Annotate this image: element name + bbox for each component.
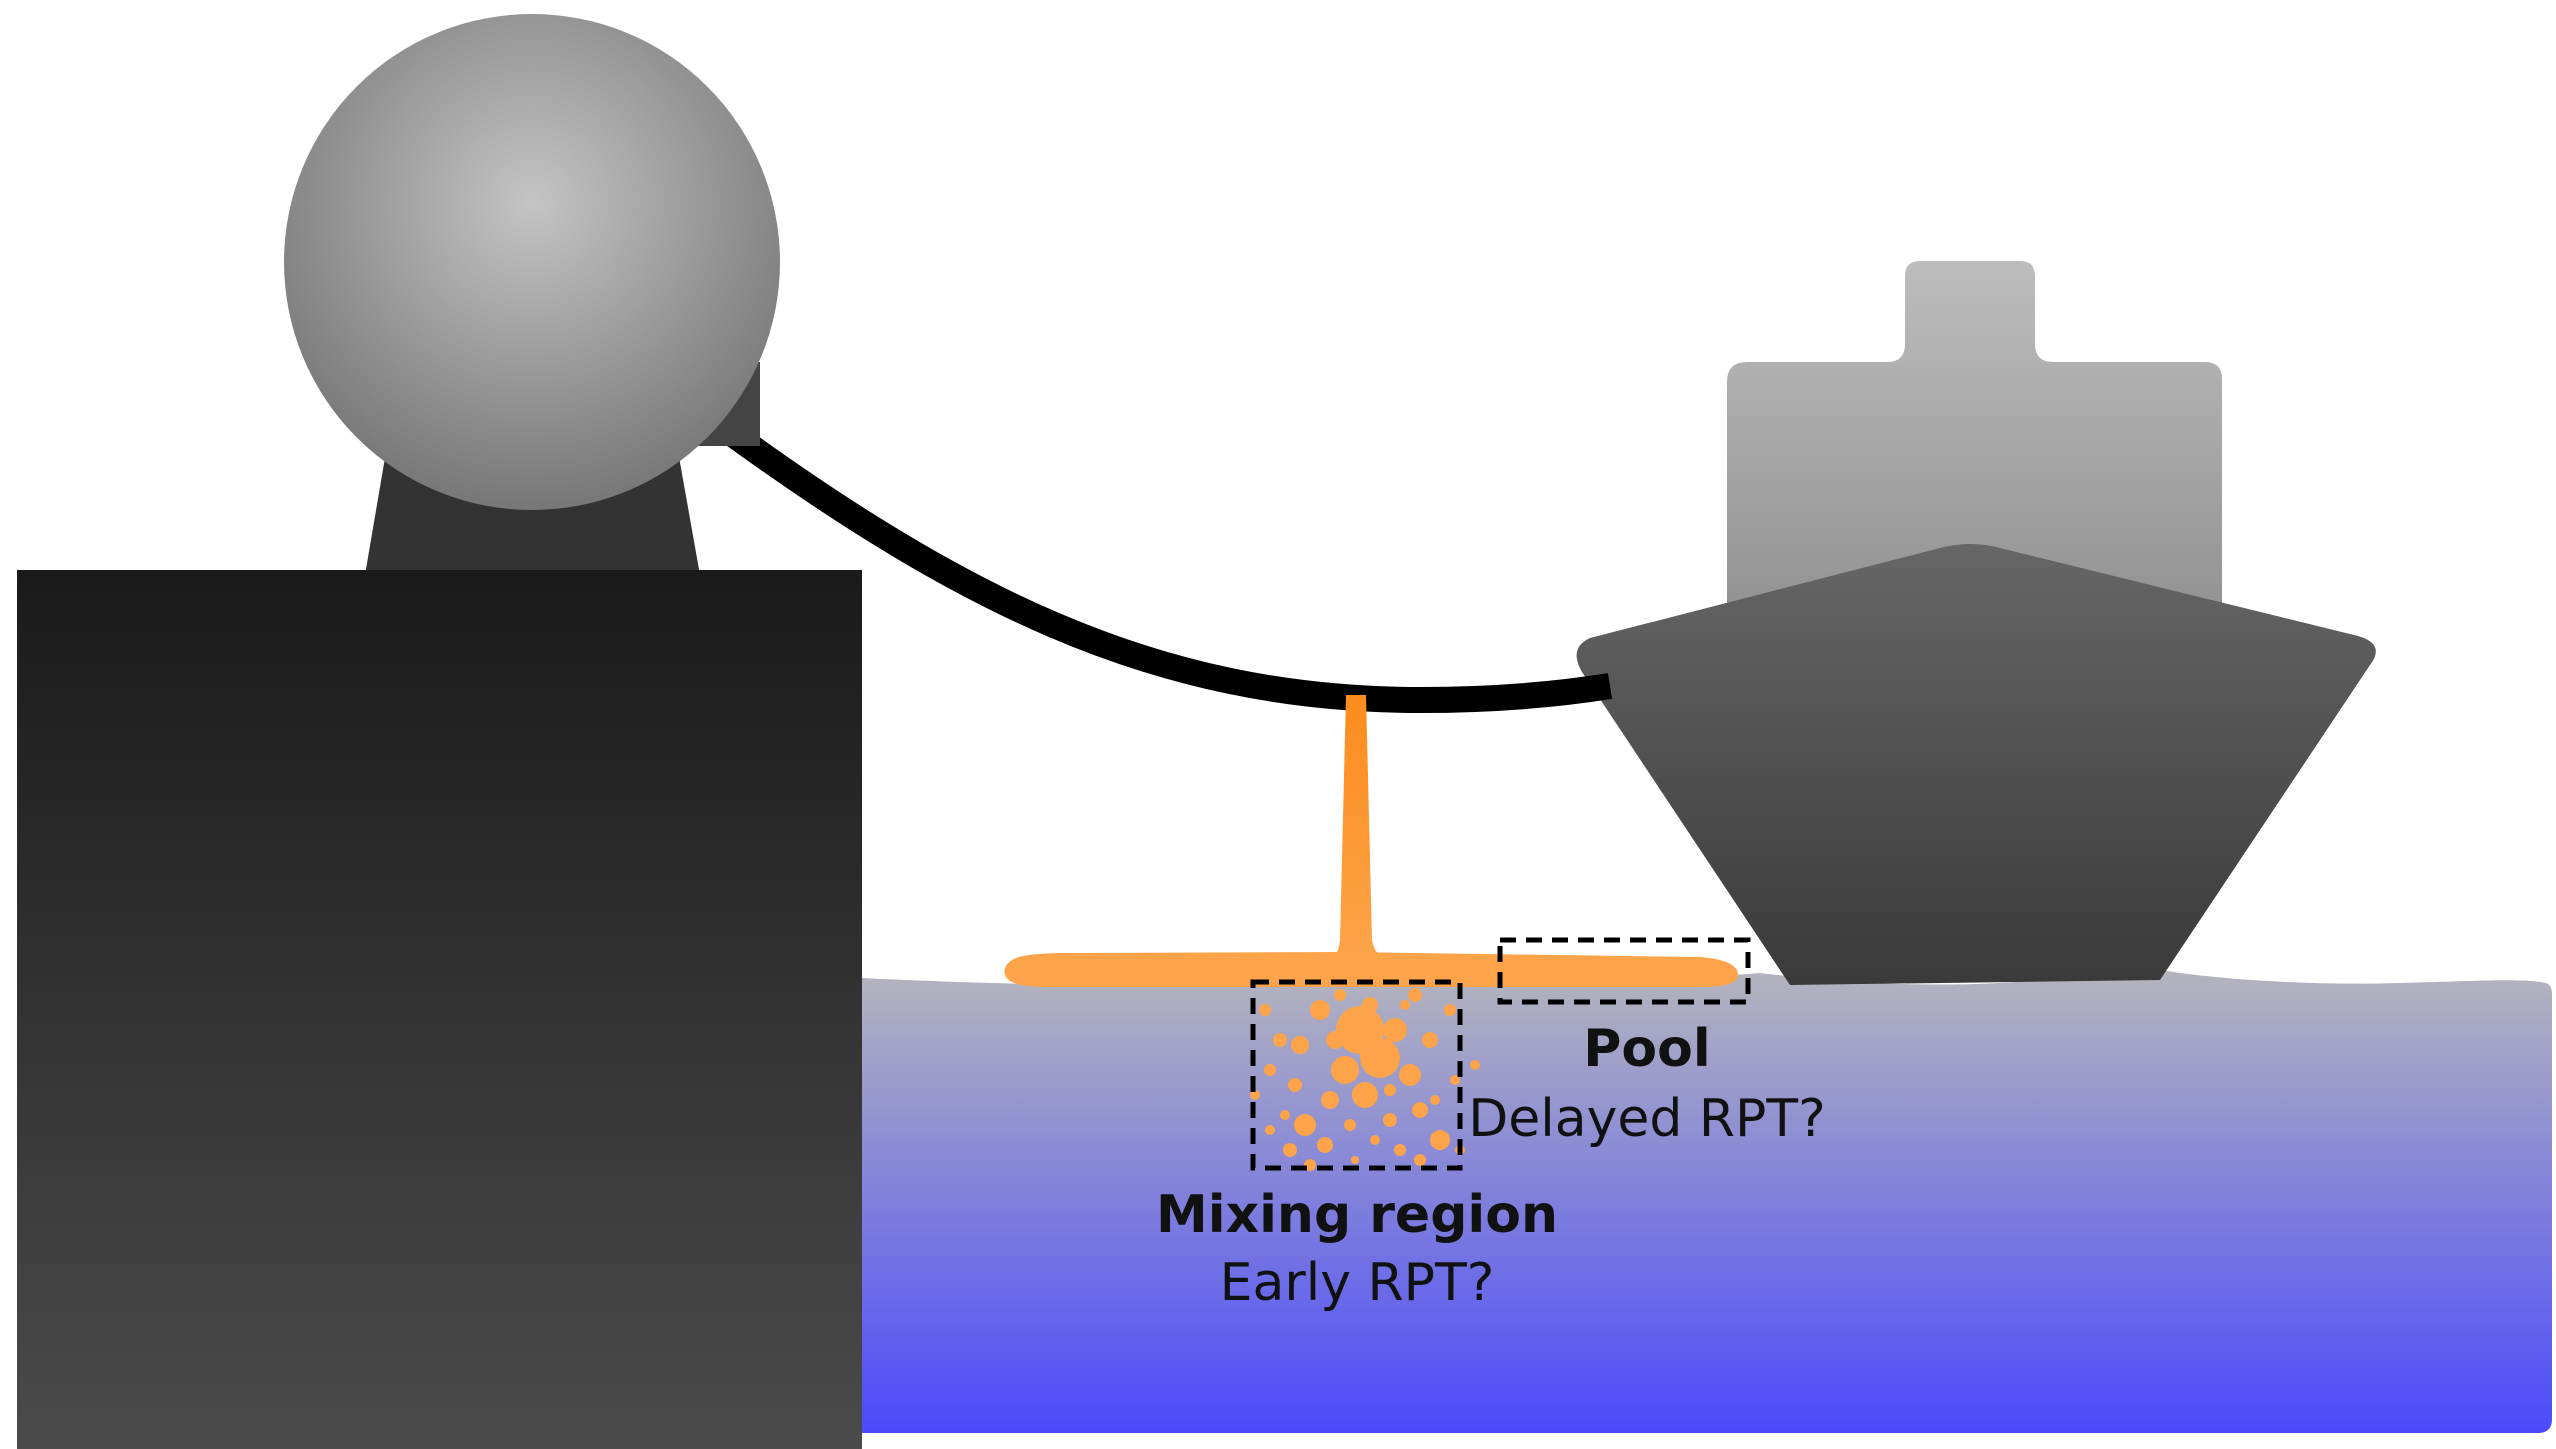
lng-droplet (1362, 997, 1378, 1013)
lng-droplet (1430, 1095, 1440, 1105)
lng-droplet (1294, 1114, 1316, 1136)
lng-droplet (1394, 1144, 1406, 1156)
lng-droplet (1444, 1004, 1456, 1016)
pier-block-icon (17, 570, 862, 1449)
lng-droplet (1250, 1090, 1260, 1100)
lng-droplet (1344, 1119, 1356, 1131)
mixing-region-subtitle: Early RPT? (1220, 1253, 1495, 1313)
lng-droplet (1291, 1036, 1309, 1054)
lng-droplet (1399, 1064, 1421, 1086)
lng-pool (1004, 952, 1738, 987)
lng-droplet-cloud (1250, 988, 1480, 1171)
lng-droplet (1414, 1154, 1426, 1166)
lng-jet (1324, 695, 1398, 962)
transfer-hose (692, 399, 1613, 714)
lng-droplet (1360, 1038, 1400, 1078)
lng-droplet (1334, 989, 1346, 1001)
lng-droplet (1400, 1000, 1410, 1010)
lng-droplet (1450, 1075, 1460, 1085)
lng-droplet (1383, 1018, 1407, 1042)
ship-superstructure (1727, 261, 2222, 640)
tank-sphere (284, 14, 780, 510)
lng-droplet (1265, 1125, 1275, 1135)
lng-droplet (1280, 1110, 1290, 1120)
lng-droplet (1383, 1113, 1397, 1127)
lng-droplet (1321, 1091, 1339, 1109)
pool-subtitle: Delayed RPT? (1468, 1089, 1826, 1149)
sea-water (862, 968, 2552, 1433)
lng-droplet (1283, 1143, 1297, 1157)
lng-droplet (1384, 1084, 1396, 1096)
lng-carrier-ship-icon (1576, 261, 2376, 985)
lng-droplet (1288, 1078, 1302, 1092)
lng-droplet (1430, 1130, 1450, 1150)
lng-droplet (1422, 1032, 1438, 1048)
lng-droplet (1317, 1137, 1333, 1153)
lng-droplet (1273, 1033, 1287, 1047)
lng-droplet (1331, 1056, 1359, 1084)
lng-droplet (1470, 1060, 1480, 1070)
ship-hull (1576, 544, 2376, 985)
lng-droplet (1264, 1064, 1276, 1076)
lng-droplet (1408, 988, 1422, 1002)
mixing-region-box (1250, 979, 1463, 1171)
lng-droplet (1352, 1082, 1378, 1108)
lng-droplet (1310, 1000, 1330, 1020)
sphere-tank-icon (284, 14, 780, 575)
lng-droplet (1326, 1031, 1344, 1049)
lng-droplet (1370, 1135, 1380, 1145)
mixing-region-title: Mixing region (1156, 1185, 1558, 1245)
pool-title: Pool (1583, 1019, 1710, 1079)
lng-droplet (1412, 1102, 1428, 1118)
lng-droplet (1351, 1156, 1359, 1164)
lng-droplet (1259, 1004, 1271, 1016)
